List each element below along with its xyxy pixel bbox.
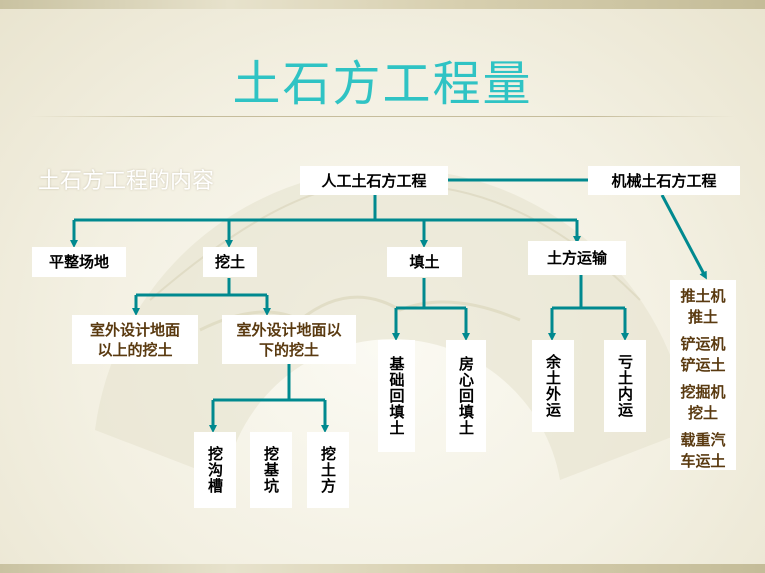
node-machine-list: 推土机 推土 铲运机 铲运土 挖掘机 挖土 载重汽 车运土 (670, 280, 736, 470)
node-filling: 填土 (387, 247, 462, 277)
node-earth-transport: 土方运输 (528, 241, 626, 275)
node-below-ground-excavation: 室外设计地面以下的挖土 (222, 315, 356, 364)
node-mechanical-earthwork: 机械土石方工程 (588, 166, 740, 195)
node-pit-excavation: 挖基坑 (250, 432, 292, 508)
bottom-decor-band (0, 564, 765, 573)
node-deficit-soil-in: 亏土内运 (604, 340, 646, 432)
node-foundation-backfill: 基础回填土 (378, 340, 415, 452)
node-manual-earthwork: 人工土石方工程 (300, 166, 448, 195)
machine-scraper: 铲运机 铲运土 (680, 335, 726, 374)
node-trench-excavation: 挖沟槽 (194, 432, 236, 508)
node-excavation: 挖土 (203, 247, 257, 277)
arrow-mechanical (660, 194, 707, 280)
top-decor-band (0, 0, 765, 9)
slide-subtitle: 土石方工程的内容 (38, 169, 215, 194)
node-site-leveling: 平整场地 (32, 247, 126, 277)
node-surplus-soil-out: 余土外运 (532, 340, 574, 432)
node-earthwork-excavation: 挖土方 (307, 432, 349, 508)
slide-title: 土石方工程量 (232, 56, 533, 112)
node-above-ground-excavation: 室外设计地面以上的挖土 (72, 315, 198, 364)
title-divider (30, 116, 735, 117)
machine-excavator: 挖掘机 挖土 (680, 383, 726, 422)
machine-bulldozer: 推土机 推土 (680, 287, 726, 326)
node-room-backfill: 房心回填土 (446, 340, 486, 452)
machine-truck: 载重汽 车运土 (680, 431, 726, 470)
